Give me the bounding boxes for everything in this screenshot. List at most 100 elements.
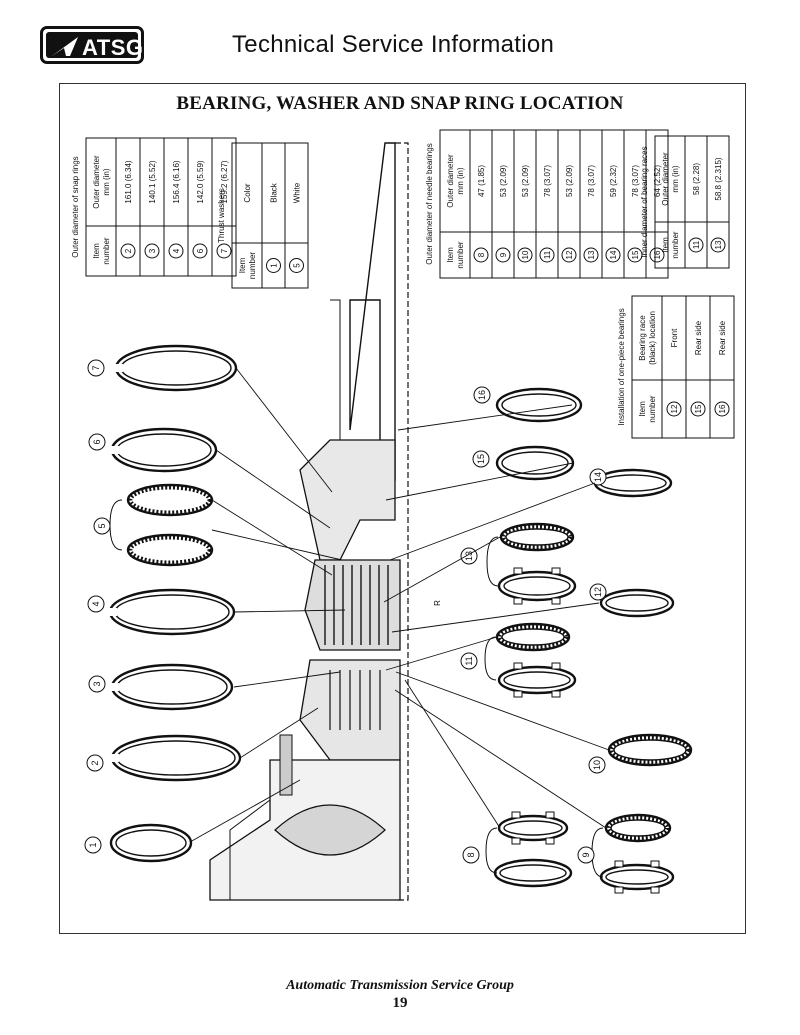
snap-ring-7	[113, 344, 238, 392]
snap-ring-table-cell-value: 142.0 (5.59)	[196, 160, 205, 203]
snap-ring-table-header-value: Outer diameter	[92, 155, 101, 209]
needle-bearing-table-item-circle	[495, 247, 511, 263]
bearing-15	[495, 445, 575, 481]
shaft-stub	[279, 734, 293, 796]
thrust-washer-table-header-item: number	[248, 252, 257, 279]
snap-ring-table-cell-value: 159.2 (6.27)	[220, 160, 229, 203]
snap-ring-2-gap	[109, 754, 119, 762]
callout-label: 11	[464, 656, 474, 665]
bearing-14-inner	[599, 474, 667, 492]
callout-circle	[473, 386, 491, 404]
one-piece-table-cell-value: Front	[670, 328, 679, 347]
callout-label: 7	[91, 365, 101, 370]
thrust-washer-5a-needles	[127, 484, 213, 516]
one-piece-table-item-circle	[714, 401, 730, 417]
snap-ring-table-border	[85, 137, 237, 277]
bearing-11a-inner	[501, 628, 565, 646]
needle-bearing-table-cell-value: 53 (2.09)	[499, 165, 508, 197]
bearing-8b-outer	[493, 858, 573, 888]
case-lower-edge	[229, 799, 271, 900]
snap-ring-table-cell-value: 140.1 (5.52)	[148, 160, 157, 203]
race-11b-outer	[497, 665, 577, 695]
bearing-race-table-item-circle	[688, 237, 704, 253]
bearing-14-outer	[593, 468, 673, 498]
clutch-drum-upper	[299, 439, 396, 561]
one-piece-table-cell-item: 15	[694, 404, 703, 413]
bearing-race-table-caption: Inner diameter of bearing races	[640, 146, 649, 257]
thrust-washer-5b	[126, 533, 214, 567]
race-9b-inner	[605, 869, 669, 885]
race-11b-inner	[503, 671, 571, 689]
leader-line	[211, 529, 343, 561]
footer-group-name: Automatic Transmission Service Group	[286, 978, 514, 993]
callout-circle	[589, 468, 607, 486]
bearing-13a	[499, 522, 575, 552]
needle-bearing-table-header-value: mm (in)	[456, 167, 465, 194]
callout-label: 15	[476, 454, 486, 464]
leader-line	[235, 367, 333, 493]
logo-text: ATSG	[82, 35, 144, 60]
needle-bearing-table-cell-item: 11	[543, 250, 552, 259]
snap-ring-6	[109, 427, 218, 473]
page-header-title: Technical Service Information	[232, 31, 555, 58]
atsg-logo: ATSG	[40, 26, 144, 64]
leader-line	[211, 499, 333, 576]
needle-bearing-table-cell-value: 64 (2.52)	[653, 165, 662, 197]
race-11b-tab	[513, 662, 523, 670]
bearing-12-inner	[605, 594, 669, 612]
one-piece-table-cell-item: 16	[718, 404, 727, 413]
bearing-14	[593, 468, 673, 498]
snap-ring-table-cell-item: 3	[148, 248, 157, 253]
needle-bearing-table-item-circle	[627, 247, 643, 263]
thrust-washer-table-cell-item: 5	[293, 263, 302, 268]
snap-ring-7-outer	[114, 344, 238, 392]
race-8a-outer	[497, 814, 569, 842]
logo-emblem-icon	[52, 37, 78, 56]
race-8a-tab	[545, 811, 555, 819]
snap-ring-4-gap	[107, 608, 117, 616]
leader-line	[383, 536, 501, 603]
needle-bearing-table-cell-value: 47 (1.85)	[477, 165, 486, 197]
thrust-washer-5b-needles	[127, 534, 213, 566]
figure-frame	[59, 83, 746, 934]
needle-bearing-table-caption: Outer diameter of needle bearings	[425, 143, 434, 264]
callout-circle	[472, 450, 490, 468]
callout-label: 8	[466, 852, 476, 857]
thrust-washer-table-item-circle	[266, 258, 281, 273]
race-9b-outer	[599, 863, 675, 891]
callout-circle	[88, 433, 106, 451]
callout-label: 1	[88, 842, 98, 847]
bearing-16-inner	[501, 393, 577, 417]
snap-ring-table-header-item: Item	[92, 243, 101, 259]
snap-ring-6-inner	[116, 433, 212, 467]
thrust-washer-table-header-value: Color	[243, 183, 252, 202]
one-piece-table-header-value: (black) location	[648, 311, 657, 365]
thrust-washer-table-cell-value: White	[293, 182, 302, 203]
side-mark-label: R	[433, 600, 442, 606]
callout-label: 4	[91, 601, 101, 606]
bearing-race-table-header-item: number	[671, 231, 680, 258]
bearing-race-table-cell-item: 11	[692, 240, 701, 249]
race-13b	[497, 567, 577, 605]
needle-bearing-table-item-circle	[605, 247, 621, 263]
bearing-13a-needles	[500, 523, 574, 551]
needle-bearing-table-header-item: number	[456, 241, 465, 268]
group-bracket-8	[485, 827, 498, 874]
leader-line	[389, 482, 596, 561]
callout-circle	[88, 675, 106, 693]
needle-bearing-table-cell-value: 78 (3.07)	[543, 165, 552, 197]
thrust-washer-table-header-item: Item	[238, 257, 247, 273]
snap-ring-4-inner	[114, 594, 230, 630]
snap-ring-table-header-item: number	[102, 237, 111, 264]
snap-ring-6-outer	[110, 427, 218, 473]
bearing-race-table-cell-item: 13	[714, 240, 723, 249]
leader-line	[215, 449, 331, 529]
race-13b-outer	[497, 570, 577, 602]
thrust-washer-1-outer	[109, 823, 193, 863]
needle-bearing-table-cell-value: 53 (2.09)	[521, 165, 530, 197]
snap-ring-7-gap	[113, 364, 123, 372]
snap-ring-3	[109, 663, 234, 711]
bearing-9a-inner	[610, 819, 666, 837]
